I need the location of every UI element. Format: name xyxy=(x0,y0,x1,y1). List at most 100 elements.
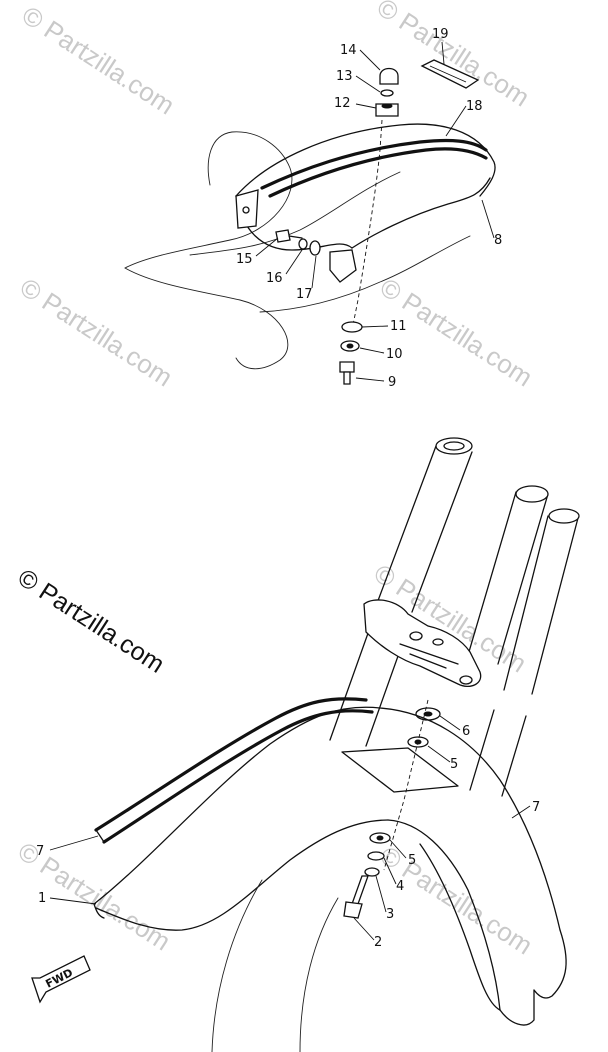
callout-9: 9 xyxy=(388,375,396,390)
callout-5-lower: 5 xyxy=(408,853,416,868)
leader-9 xyxy=(355,377,385,382)
part-15-bolt-shank xyxy=(288,235,303,239)
watermark-mid-left: © Partzilla.com xyxy=(15,272,178,393)
rear-fender-edge xyxy=(351,177,491,249)
leader-3 xyxy=(375,875,387,913)
rear-side-bracket xyxy=(329,249,357,283)
leader-14 xyxy=(359,49,381,71)
rear-frame-rail xyxy=(189,171,401,256)
front-fender-stripe-cap xyxy=(95,829,105,843)
fork-clamp-hole-c xyxy=(459,675,473,685)
fork-leg-right xyxy=(469,709,527,797)
leader-12 xyxy=(355,103,377,109)
part-2-bolt-shank xyxy=(351,875,369,905)
rear-fender-stripe-lower xyxy=(268,147,488,198)
callout-18: 18 xyxy=(466,99,483,114)
fwd-arrow-shape xyxy=(31,955,91,1004)
callout-14: 14 xyxy=(340,43,357,58)
front-fender-underside xyxy=(419,843,501,1011)
partzilla-watermark-main: © Partzilla.com xyxy=(13,564,170,679)
part-6-cushion-hole xyxy=(423,711,433,717)
fork-tube-right-a xyxy=(465,491,549,665)
leader-8 xyxy=(481,199,495,239)
part-16-washer xyxy=(298,238,308,250)
front-fender-inner-edge xyxy=(95,819,389,931)
front-callouts: 6 5 7 7 5 4 3 2 1 xyxy=(36,715,540,950)
fork-tube-right-a-cap xyxy=(515,485,549,503)
leader-10 xyxy=(359,347,385,354)
rear-flap-hole xyxy=(242,206,250,214)
front-fender-top-outline xyxy=(93,706,561,931)
leader-1 xyxy=(49,897,97,905)
front-fork-assembly xyxy=(329,437,580,797)
part-11-nut xyxy=(341,321,363,333)
fork-clamp-hole-a xyxy=(409,631,423,641)
leader-15 xyxy=(255,237,279,257)
leader-5-lower xyxy=(389,839,407,859)
leader-13 xyxy=(355,75,381,93)
part-13-washer xyxy=(380,89,394,97)
part-17-collar xyxy=(309,240,321,256)
callout-15: 15 xyxy=(236,252,253,267)
front-fender-stripe-upper xyxy=(94,697,368,832)
part-9-bolt xyxy=(339,361,355,373)
rear-callouts: 14 13 12 19 18 8 15 16 17 11 10 9 xyxy=(236,27,502,390)
rear-fender-body xyxy=(235,123,496,197)
fork-tube-left-cap-inner xyxy=(443,441,465,451)
callout-10: 10 xyxy=(386,347,403,362)
fwd-arrow: FWD xyxy=(31,955,91,1004)
callout-3: 3 xyxy=(386,907,394,922)
part-14-cap-nut xyxy=(379,67,399,85)
fork-clamp-detail xyxy=(399,643,459,669)
part-19-emblem-inner xyxy=(429,65,467,83)
rear-frame-outline-lower xyxy=(124,267,289,370)
part-12-grommet-hole xyxy=(381,103,393,109)
part-5-lower-washer-hole xyxy=(376,835,384,841)
fork-clamp-hole-b xyxy=(432,638,444,646)
part-15-bolt xyxy=(275,229,291,243)
part-10-washer-hole xyxy=(346,343,354,349)
leader-7-right xyxy=(511,805,531,819)
fork-tube-right-b xyxy=(503,515,579,695)
part-3-washer xyxy=(364,867,380,877)
callout-7-left: 7 xyxy=(36,844,44,859)
callout-19: 19 xyxy=(432,27,449,42)
callout-16: 16 xyxy=(266,271,283,286)
leader-7-left xyxy=(49,835,99,851)
callout-1: 1 xyxy=(38,891,46,906)
leader-4 xyxy=(383,857,397,885)
rear-frame-rail-lower xyxy=(259,235,471,313)
rear-mount-centerline xyxy=(351,119,383,331)
front-wheel-outline xyxy=(211,879,339,1052)
callout-4: 4 xyxy=(396,879,404,894)
callout-2: 2 xyxy=(374,935,382,950)
part-4-washer xyxy=(367,851,385,861)
watermark-top-left: © Partzilla.com xyxy=(17,0,180,120)
callout-17: 17 xyxy=(296,287,313,302)
fork-tube-left-cap xyxy=(435,437,473,455)
front-fender-rear-edge xyxy=(533,929,567,999)
leader-11 xyxy=(361,325,389,328)
fork-lower-bracket xyxy=(363,599,482,687)
leader-19 xyxy=(441,41,445,65)
fork-tube-right-b-cap xyxy=(548,508,580,524)
leader-17 xyxy=(311,255,317,289)
watermark-layer: © Partzilla.com © Partzilla.com © Partzi… xyxy=(13,0,538,960)
callout-11: 11 xyxy=(390,319,407,334)
rear-fender-assembly xyxy=(124,59,496,385)
callout-12: 12 xyxy=(334,96,351,111)
leader-6 xyxy=(439,715,461,731)
front-fender-rear-end xyxy=(499,989,535,1026)
watermark-top-right: © Partzilla.com xyxy=(372,0,535,112)
front-fender-front-tip xyxy=(93,903,105,919)
front-fender-mount-plate xyxy=(341,747,459,793)
front-fender-stripe-lower xyxy=(102,709,374,844)
callout-7-right: 7 xyxy=(532,800,540,815)
callout-13: 13 xyxy=(336,69,353,84)
callout-5-upper: 5 xyxy=(450,757,458,772)
front-fender-inner-curve xyxy=(387,819,501,1011)
leader-16 xyxy=(285,249,303,275)
fork-tube-left xyxy=(375,445,473,613)
rear-fender-stripe xyxy=(260,138,488,190)
